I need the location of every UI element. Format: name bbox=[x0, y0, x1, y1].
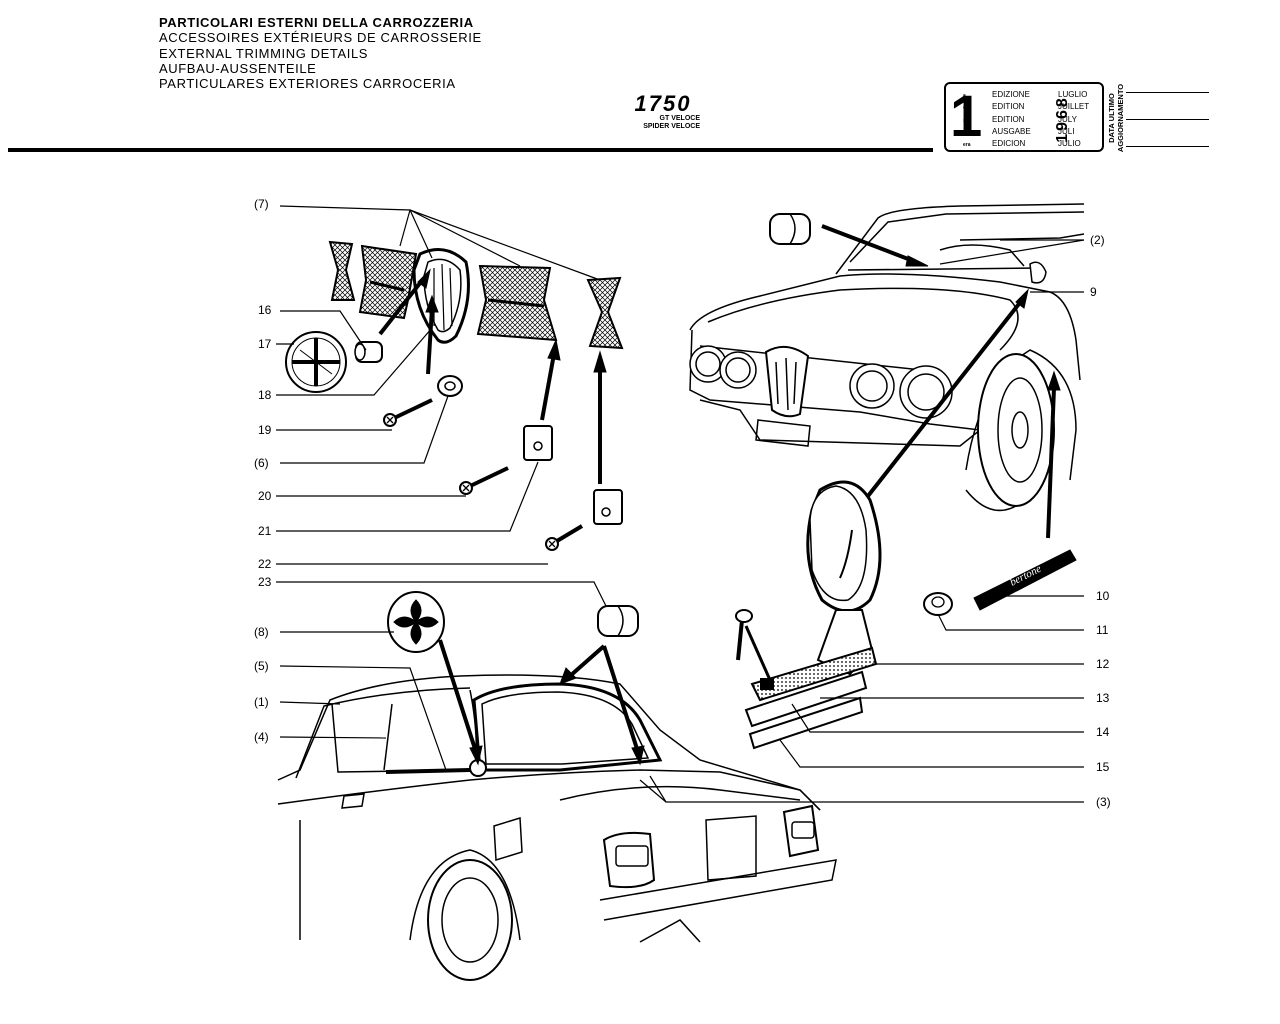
callout-22: 22 bbox=[258, 557, 272, 571]
bertone-badge: bertone bbox=[973, 549, 1077, 611]
callout-6: (6) bbox=[254, 456, 269, 470]
title-german: AUFBAU-AUSSENTEILE bbox=[159, 60, 317, 76]
edition-word-en: EDITION bbox=[992, 114, 1025, 124]
month-fr: JUILLET bbox=[1058, 102, 1090, 112]
callout-4: (4) bbox=[254, 730, 269, 744]
callout-23: 23 bbox=[258, 575, 272, 589]
front-car-illustration bbox=[689, 203, 1085, 512]
callout-9: 9 bbox=[1090, 285, 1097, 299]
callout-10: 10 bbox=[1096, 589, 1110, 603]
title-spanish: PARTICULARES EXTERIORES CARROCERIA bbox=[159, 76, 456, 92]
callout-20: 20 bbox=[258, 489, 272, 503]
suffix-fr: ère bbox=[963, 105, 971, 112]
grille-side-left bbox=[328, 240, 356, 301]
nut-22 bbox=[593, 489, 623, 525]
door-mirror bbox=[744, 480, 882, 750]
callout-1: (1) bbox=[254, 695, 269, 709]
rear-emblem bbox=[387, 591, 445, 653]
model-number: 1750 bbox=[634, 91, 692, 116]
edition-word-it: EDIZIONE bbox=[992, 90, 1030, 99]
header-rule bbox=[8, 148, 933, 152]
month-it: LUGLIO bbox=[1058, 90, 1088, 99]
model-block: 1750 GT VELOCE SPIDER VELOCE bbox=[622, 93, 704, 131]
model-variant-gt: GT VELOCE bbox=[659, 115, 700, 122]
edition-suffixes: a ère st . era bbox=[963, 90, 971, 151]
callout-21: 21 bbox=[258, 524, 272, 538]
arrows-rear-car bbox=[438, 639, 645, 766]
month-de: JULI bbox=[1058, 126, 1075, 136]
arrows-grille bbox=[378, 268, 607, 484]
callout-7: (7) bbox=[254, 197, 269, 211]
suffix-es: era bbox=[963, 142, 971, 149]
callout-14: 14 bbox=[1096, 725, 1110, 739]
callout-11: 11 bbox=[1096, 623, 1109, 637]
callout-15: 15 bbox=[1096, 760, 1110, 774]
model-variant-spider: SPIDER VELOCE bbox=[643, 123, 700, 130]
callout-5: (5) bbox=[254, 659, 269, 673]
leader-lines bbox=[276, 205, 1085, 803]
callout-8: (8) bbox=[254, 625, 269, 639]
grille-inner-left bbox=[358, 244, 418, 320]
grille-assembly bbox=[328, 240, 624, 350]
badge-nut bbox=[923, 592, 953, 616]
mirror-screw bbox=[735, 609, 772, 681]
edition-word-de: AUSGABE bbox=[992, 126, 1031, 136]
callout-2: (2) bbox=[1090, 233, 1105, 247]
suffix-de: . bbox=[963, 129, 965, 136]
callout-13: 13 bbox=[1096, 691, 1110, 705]
edition-words: EDIZIONE EDITION EDITION AUSGABE EDICION bbox=[992, 89, 1031, 150]
title-italian: PARTICOLARI ESTERNI DELLA CARROZZERIA bbox=[159, 15, 474, 30]
screw-19 bbox=[383, 398, 433, 427]
header-titles: PARTICOLARI ESTERNI DELLA CARROZZERIA AC… bbox=[159, 15, 482, 91]
callout-3: (3) bbox=[1096, 795, 1111, 809]
screw-22b bbox=[545, 524, 584, 551]
washer-6 bbox=[437, 375, 463, 397]
sealing-cap bbox=[769, 213, 811, 245]
update-line bbox=[1126, 119, 1209, 120]
rear-car-illustration bbox=[277, 674, 837, 981]
suffix-it: a bbox=[963, 93, 966, 99]
edition-box: 1 a ère st . era EDIZIONE EDITION EDITIO… bbox=[944, 82, 1104, 152]
clip-16 bbox=[354, 341, 383, 363]
model-variants: GT VELOCE SPIDER VELOCE bbox=[622, 115, 704, 131]
grille-shield bbox=[412, 248, 470, 344]
clip-23 bbox=[597, 605, 639, 637]
callout-19: 19 bbox=[258, 423, 272, 437]
screw-20 bbox=[459, 466, 509, 495]
edition-word-es: EDICION bbox=[992, 139, 1026, 149]
month-en: JULY bbox=[1058, 114, 1077, 124]
suffix-en: st bbox=[963, 117, 968, 124]
callout-labels: (7) 16 17 18 19 (6) 20 21 22 23 (8) (5) … bbox=[254, 197, 1111, 809]
edition-number: 1 bbox=[950, 84, 983, 149]
grille-side-right bbox=[586, 276, 624, 350]
arrows-front-car bbox=[821, 224, 1061, 539]
month-es: JULIO bbox=[1058, 139, 1081, 149]
callout-16: 16 bbox=[258, 303, 272, 317]
callout-18: 18 bbox=[258, 388, 272, 402]
title-english: EXTERNAL TRIMMING DETAILS bbox=[159, 45, 369, 61]
nut-21 bbox=[523, 425, 553, 461]
update-line bbox=[1126, 92, 1209, 93]
title-french: ACCESSOIRES EXTÉRIEURS DE CARROSSERIE bbox=[159, 30, 482, 46]
edition-word-fr: EDITION bbox=[992, 102, 1025, 112]
front-emblem bbox=[285, 331, 347, 393]
callout-17: 17 bbox=[258, 337, 272, 351]
edition-months: LUGLIO JUILLET JULY JULI JULIO bbox=[1058, 89, 1089, 150]
update-line bbox=[1126, 146, 1209, 147]
callout-12: 12 bbox=[1096, 657, 1110, 671]
